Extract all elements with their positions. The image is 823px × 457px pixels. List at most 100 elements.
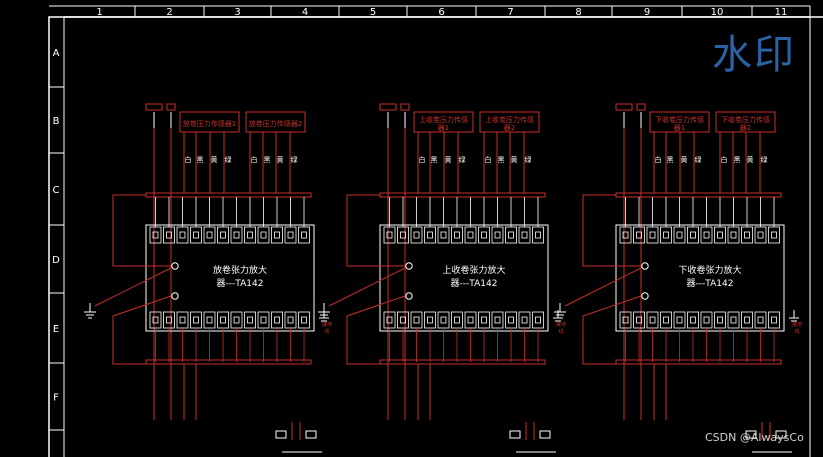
output-switch-box: [745, 430, 757, 439]
wire-color-label: 绿: [761, 155, 768, 164]
column-label: 3: [234, 7, 240, 18]
terminal-screw: [220, 231, 226, 239]
column-label: 11: [775, 7, 788, 18]
terminal-screw: [744, 316, 750, 324]
terminal-screw: [233, 316, 240, 324]
sensor-label: 上收卷压力传感: [485, 115, 534, 124]
terminal-screw: [274, 316, 280, 324]
terminal-screw: [690, 316, 696, 324]
output-switch-box: [509, 430, 521, 439]
contact-circle: [171, 292, 179, 300]
contact-circle: [405, 292, 413, 300]
terminal-screw: [703, 316, 710, 324]
row-label: D: [52, 255, 60, 266]
wire-color-label: 白: [721, 155, 728, 164]
terminal-screw: [454, 316, 460, 324]
amplifier-label-line1: 放卷张力放大: [213, 264, 267, 276]
output-switch-box: [775, 430, 787, 439]
terminal-screw: [717, 231, 723, 239]
terminal-screw: [771, 231, 777, 239]
bottom-bus: [379, 359, 546, 365]
switch-box: [636, 103, 646, 111]
feedback-wire: [346, 194, 405, 267]
wire-color-label: 黑: [498, 156, 505, 164]
terminal-screw: [287, 316, 294, 324]
ground-note: 接地: [792, 321, 802, 328]
wire-color-label: 黄: [445, 155, 452, 164]
terminal-screw: [152, 316, 159, 324]
bottom-bus: [145, 359, 312, 365]
output-switch-box: [275, 430, 287, 439]
wire-color-label: 黑: [667, 156, 674, 164]
terminal-screw: [166, 316, 172, 324]
terminal-screw: [179, 316, 186, 324]
wire-color-label: 黑: [264, 156, 271, 164]
ground-note: 接地: [556, 321, 566, 328]
terminal-screw: [260, 316, 267, 324]
column-label: 6: [438, 7, 444, 18]
switch-box: [145, 103, 163, 111]
terminal-screw: [152, 231, 159, 239]
wire-color-label: 黄: [277, 155, 284, 164]
terminal-screw: [636, 231, 642, 239]
terminal-screw: [481, 316, 487, 324]
wire-color-label: 黄: [211, 155, 218, 164]
row-label: F: [53, 393, 59, 404]
terminal-screw: [247, 316, 253, 324]
sensor-label: 器1: [438, 124, 449, 132]
bottom-bus: [615, 359, 782, 365]
wire-color-label: 绿: [291, 155, 298, 164]
column-label: 7: [507, 7, 513, 18]
terminal-screw: [494, 316, 501, 324]
return-wire: [346, 295, 406, 365]
terminal-screw: [676, 231, 683, 239]
wire-color-label: 黄: [747, 155, 754, 164]
column-label: 5: [370, 7, 376, 18]
wire-color-label: 白: [185, 155, 192, 164]
sensor-label: 放卷压力传感器1: [183, 119, 236, 128]
terminal-screw: [757, 316, 764, 324]
terminal-screw: [179, 231, 186, 239]
wire-color-label: 黄: [511, 155, 518, 164]
switch-box: [166, 103, 176, 111]
amplifier-module: 下收卷压力传感器1下收卷压力传感器2白黑黄绿白黑黄绿下收卷张力放大器---TA1…: [554, 103, 802, 453]
terminal-screw: [301, 316, 307, 324]
terminal-screw: [757, 231, 764, 239]
terminal-screw: [663, 231, 669, 239]
terminal-screw: [386, 231, 393, 239]
return-wire: [582, 295, 642, 365]
terminal-screw: [193, 316, 199, 324]
terminal-screw: [233, 231, 240, 239]
terminal-screw: [703, 231, 710, 239]
row-label: C: [53, 185, 60, 196]
terminal-screw: [413, 316, 420, 324]
output-switch-box: [539, 430, 551, 439]
amplifier-label-line1: 下收卷张力放大: [678, 264, 741, 276]
terminal-screw: [413, 231, 420, 239]
sensor-label: 放卷压力传感器2: [249, 119, 302, 128]
amplifier-box: [145, 224, 315, 332]
column-label: 9: [644, 7, 650, 18]
contact-circle: [641, 292, 649, 300]
terminal-screw: [535, 316, 541, 324]
ground-link-wire: [328, 267, 406, 307]
column-label: 2: [166, 7, 172, 18]
terminal-screw: [400, 231, 406, 239]
footer-credit: CSDN @AlwaysCo: [705, 431, 804, 444]
wire-color-label: 绿: [225, 155, 232, 164]
wire-color-label: 白: [655, 155, 662, 164]
terminal-screw: [427, 231, 433, 239]
terminal-screw: [386, 316, 393, 324]
terminal-screw: [622, 316, 629, 324]
sensor-label: 上收卷压力传感: [419, 115, 468, 124]
terminal-screw: [771, 316, 777, 324]
terminal-screw: [676, 316, 683, 324]
ground-note: 线: [794, 328, 799, 335]
terminal-screw: [467, 231, 474, 239]
amplifier-label-line2: 器---TA142: [451, 278, 498, 289]
output-switch-box: [305, 430, 317, 439]
terminal-screw: [427, 316, 433, 324]
